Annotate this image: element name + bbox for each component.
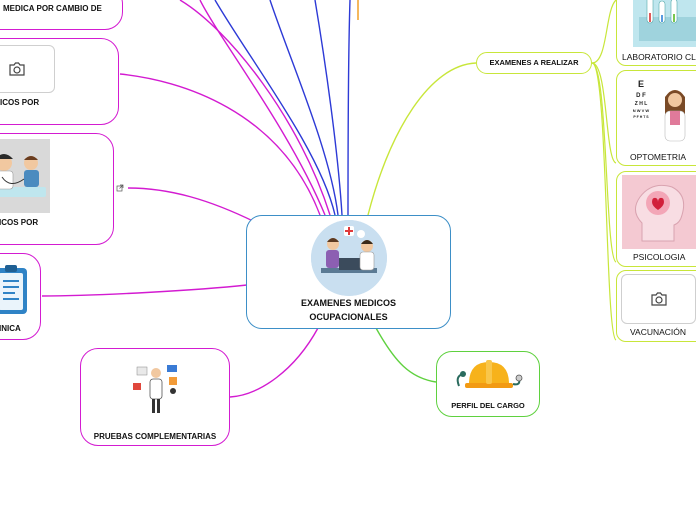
vacunacion-image-placeholder xyxy=(621,274,696,324)
brain-heart-illustration xyxy=(622,175,696,249)
central-title-line1: EXAMENES MEDICOS xyxy=(300,298,396,308)
connector-blue-2 xyxy=(269,0,339,216)
node-vacunacion[interactable]: VACUNACIÓN xyxy=(616,270,696,342)
eye-chart-row-1: E xyxy=(638,79,644,89)
node-2[interactable]: ICOS POR xyxy=(0,38,119,125)
connector-lab xyxy=(591,0,617,64)
optometria-label: OPTOMETRIA xyxy=(630,152,687,162)
connector-blue-4 xyxy=(347,0,351,216)
connector-complementarias xyxy=(229,327,319,398)
node-3-label: ICOS POR xyxy=(0,218,39,227)
node-4-label: INICA xyxy=(0,324,21,333)
hard-hat-illustration xyxy=(451,356,527,394)
camera-icon xyxy=(9,62,25,76)
connector-node4 xyxy=(41,284,248,297)
node-optometria[interactable]: E D F Z H L N W V W P F H T S OPTOMETRIA xyxy=(616,70,696,166)
clipboard-illustration xyxy=(0,264,31,316)
eye-chart-row-4: N W V W xyxy=(633,108,650,113)
connector-examenes xyxy=(367,62,477,216)
laboratory-illustration xyxy=(633,0,696,47)
node-laboratorio[interactable]: LABORATORIO CL xyxy=(616,0,696,66)
connector-psico xyxy=(591,62,617,263)
eye-chart-illustration: E D F Z H L N W V W P F H T S xyxy=(623,77,696,149)
central-node[interactable]: EXAMENES MEDICOS OCUPACIONALES xyxy=(246,215,451,329)
node-cambio-label: MEDICA POR CAMBIO DE xyxy=(3,4,102,13)
camera-icon-box xyxy=(0,45,55,93)
doctor-patient-illustration xyxy=(0,139,50,213)
connector-vacuna xyxy=(591,62,617,341)
psicologia-label: PSICOLOGIA xyxy=(633,252,686,262)
connector-node2 xyxy=(119,73,321,216)
node-2-label: ICOS POR xyxy=(0,98,40,107)
doctor-consultation-illustration xyxy=(311,220,387,296)
node-examenes-a-realizar[interactable]: EXAMENES A REALIZAR xyxy=(476,52,592,74)
pruebas-complementarias-label: PRUEBAS COMPLEMENTARIAS xyxy=(93,432,217,441)
laboratorio-label: LABORATORIO CL xyxy=(622,52,696,62)
examenes-label: EXAMENES A REALIZAR xyxy=(489,58,579,67)
connector-perfil xyxy=(375,327,437,383)
connector-cambio-2 xyxy=(199,0,326,216)
eye-chart-row-2: D F xyxy=(636,93,646,99)
node-4[interactable]: INICA xyxy=(0,253,41,340)
vacunacion-label: VACUNACIÓN xyxy=(630,327,687,337)
connector-opto xyxy=(591,62,617,164)
camera-icon xyxy=(650,292,667,306)
node-3[interactable]: ICOS POR xyxy=(0,133,114,245)
link-icon xyxy=(116,184,124,192)
connector-node3 xyxy=(127,187,256,223)
connector-blue-1 xyxy=(214,0,336,216)
eye-chart-row-5: P F H T S xyxy=(633,115,649,119)
node-cambio[interactable]: MEDICA POR CAMBIO DE xyxy=(0,0,123,30)
node-perfil-del-cargo[interactable]: PERFIL DEL CARGO xyxy=(436,351,540,417)
central-title-line2: OCUPACIONALES xyxy=(309,312,388,322)
doctor-icons-illustration xyxy=(131,361,181,417)
perfil-label: PERFIL DEL CARGO xyxy=(451,401,525,410)
connector-cambio xyxy=(179,0,331,216)
connector-blue-3 xyxy=(314,0,343,216)
node-pruebas-complementarias[interactable]: PRUEBAS COMPLEMENTARIAS xyxy=(80,348,230,446)
node-psicologia[interactable]: PSICOLOGIA xyxy=(616,171,696,267)
eye-chart-row-3: Z H L xyxy=(635,101,648,107)
